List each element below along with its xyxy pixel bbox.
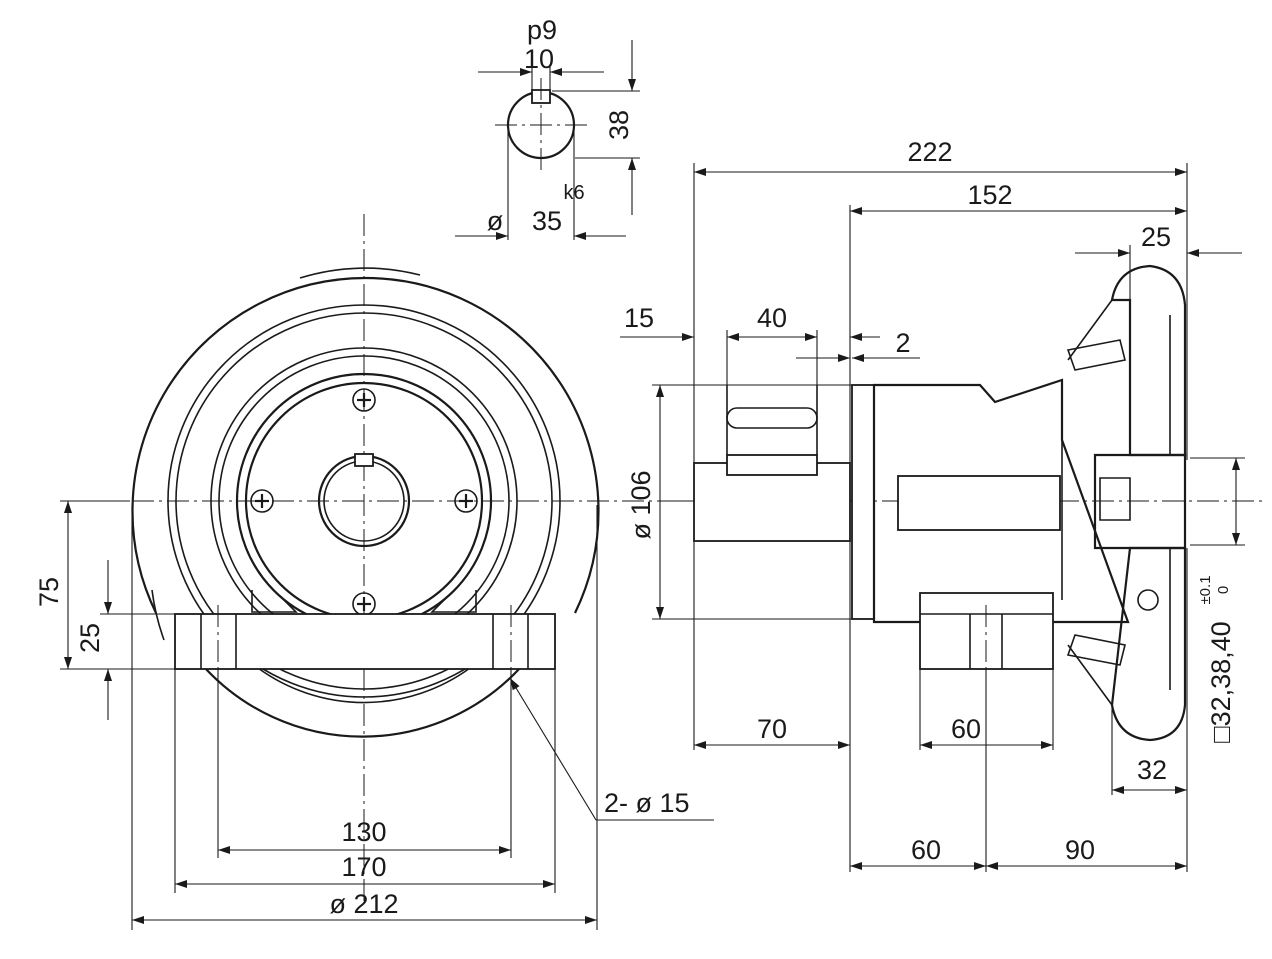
housing-window: [897, 475, 1061, 531]
base-width-label: 170: [341, 852, 386, 882]
height-75-label: 75: [34, 577, 64, 607]
shaft-diameter-label: 35: [532, 206, 562, 236]
hole-pitch-label: 130: [341, 817, 386, 847]
handwheel-section: [1066, 264, 1187, 742]
shaft-key: [726, 454, 818, 476]
tolerance-zero-label: 0: [1215, 586, 1232, 594]
inner-ring-1: [167, 304, 561, 698]
foot-position-label: 60: [911, 835, 941, 865]
tolerance-p9: p9: [527, 15, 557, 45]
handwheel-hub-label: 32: [1137, 755, 1167, 785]
housing-outline: [131, 277, 600, 614]
inner-ring-2: [175, 312, 553, 690]
wheel-offset-label: 90: [1065, 835, 1095, 865]
front-view: 75 25 130 170 ø 212 2- ø 15: [34, 214, 714, 930]
bore-keyway: [354, 453, 374, 467]
handwheel-width-label: 25: [1141, 222, 1171, 252]
base-arc: [204, 667, 521, 738]
shaft-offset-label: 15: [624, 303, 654, 333]
body-length-label: 152: [967, 180, 1012, 210]
key-depth-label: 38: [604, 110, 634, 140]
wheel-diameter-label: ø 212: [329, 889, 398, 919]
tolerance-plus-label: ±0.1: [1197, 575, 1214, 604]
screw-top-icon: [352, 388, 376, 412]
foot-width-label: 60: [951, 714, 981, 744]
output-shaft: [693, 462, 851, 542]
spring-pin: [1137, 589, 1159, 611]
shaft-length-label: 70: [757, 714, 787, 744]
outer-rim-bump: [299, 267, 421, 279]
key-length-label: 40: [757, 303, 787, 333]
flange-plate: [851, 384, 875, 620]
tolerance-k6: k6: [563, 182, 584, 204]
keyway-slot: [726, 407, 818, 429]
square-bore-label: □32,38,40: [1206, 621, 1236, 742]
gap-label: 2: [895, 328, 910, 358]
side-view: 222 152 25 15 40 2 ø 106: [620, 137, 1262, 872]
overall-length-label: 222: [907, 137, 952, 167]
shaft-detail-view: p9 10 38 ø 35 k6: [455, 15, 640, 240]
foot-height-25-label: 25: [75, 623, 105, 653]
mount-holes-label: 2- ø 15: [604, 788, 690, 818]
key-width-label: 10: [524, 44, 554, 74]
diameter-symbol: ø: [487, 206, 504, 236]
flange-diameter-label: ø 106: [626, 470, 656, 539]
screw-right-icon: [454, 489, 478, 513]
mounting-base: [174, 613, 556, 670]
screw-left-icon: [250, 489, 274, 513]
